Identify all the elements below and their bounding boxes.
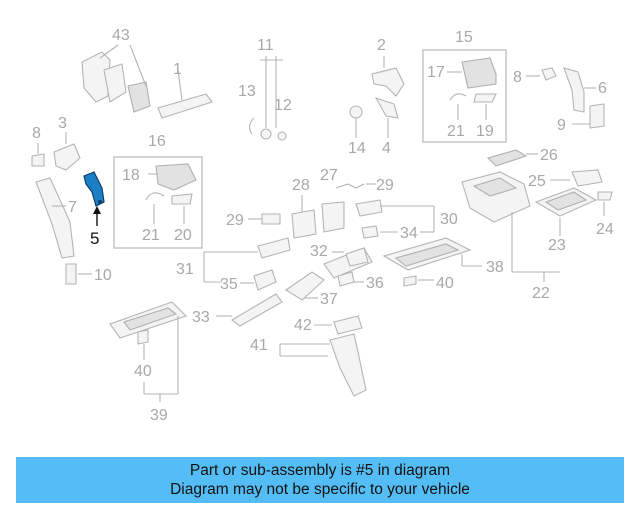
callout-24: 24: [596, 221, 614, 238]
callout-25: 25: [528, 173, 546, 190]
part-23-group: 25 24 23: [528, 169, 614, 254]
part-7-group: 8 3 7: [31, 115, 81, 259]
callout-29a: 29: [226, 212, 244, 229]
part-41-group: 42 41: [250, 315, 367, 397]
callout-35: 35: [220, 276, 238, 293]
part-6-group: 8 6 9: [513, 67, 607, 134]
callout-42: 42: [294, 317, 312, 334]
part-38-group: 38 40: [382, 237, 504, 292]
callout-20: 20: [174, 227, 192, 244]
callout-2: 2: [377, 37, 386, 54]
callout-23: 23: [548, 237, 566, 254]
callout-21b: 21: [142, 227, 160, 244]
callout-12: 12: [274, 97, 292, 114]
callout-33: 33: [192, 309, 210, 326]
callout-43: 43: [112, 27, 130, 44]
callout-30: 30: [440, 211, 458, 228]
callout-37: 37: [320, 291, 338, 308]
callout-1: 1: [173, 61, 182, 78]
callout-40a: 40: [436, 275, 454, 292]
callout-8a: 8: [513, 69, 522, 86]
callout-19: 19: [476, 123, 494, 140]
callout-7: 7: [68, 199, 77, 216]
callout-14: 14: [348, 140, 366, 157]
callout-10: 10: [94, 267, 112, 284]
callout-5: 5: [90, 229, 99, 248]
callout-40b: 40: [134, 363, 152, 380]
callout-15: 15: [455, 29, 473, 46]
callout-11: 11: [257, 37, 274, 54]
callout-38: 38: [486, 259, 504, 276]
callout-16: 16: [148, 133, 166, 150]
callout-9: 9: [557, 117, 566, 134]
part-11-group: 11 13 12: [238, 37, 292, 141]
callout-13: 13: [238, 83, 256, 100]
callout-4: 4: [382, 140, 391, 157]
callout-22: 22: [532, 285, 550, 302]
part-15-group: 15 17 21 19: [422, 29, 507, 143]
callout-8b: 8: [32, 125, 41, 142]
callout-28: 28: [292, 177, 310, 194]
part-39-group: 40 39: [109, 301, 188, 424]
part-22-group: 26 22: [461, 147, 560, 302]
callout-36: 36: [366, 275, 384, 292]
part-43-group: 43: [81, 27, 151, 113]
callout-39: 39: [150, 407, 168, 424]
callout-18: 18: [122, 167, 140, 184]
part-5-highlighted[interactable]: 5: [83, 171, 105, 248]
part-32-group: 32 36 37 33: [192, 243, 384, 327]
callout-34: 34: [400, 225, 418, 242]
callout-27: 27: [320, 167, 338, 184]
caption-line-2: Diagram may not be specific to your vehi…: [170, 481, 470, 498]
callout-29b: 29: [376, 177, 394, 194]
caption-banner: Part or sub-assembly is #5 in diagram Di…: [16, 457, 624, 503]
part-2-group: 2 4 14: [348, 37, 405, 157]
callout-17: 17: [427, 64, 445, 81]
parts-diagram: 43 1 11 13 12 2 4 14 15 17: [31, 27, 614, 424]
caption-line-1: Part or sub-assembly is #5 in diagram: [189, 462, 451, 479]
part-16-group: 16 18 21 20: [113, 133, 203, 249]
callout-26: 26: [540, 147, 558, 164]
callout-3: 3: [58, 115, 67, 132]
part-30-group: 28 29 27 29 30 34: [226, 167, 458, 242]
part-10-group: 10: [65, 263, 112, 285]
callout-6: 6: [598, 80, 607, 97]
callout-21a: 21: [447, 123, 465, 140]
part-1-group: 1: [157, 61, 213, 119]
callout-41: 41: [250, 337, 268, 354]
part-31-group: 31 35: [176, 237, 291, 293]
callout-32: 32: [310, 243, 328, 260]
callout-31: 31: [176, 261, 194, 278]
